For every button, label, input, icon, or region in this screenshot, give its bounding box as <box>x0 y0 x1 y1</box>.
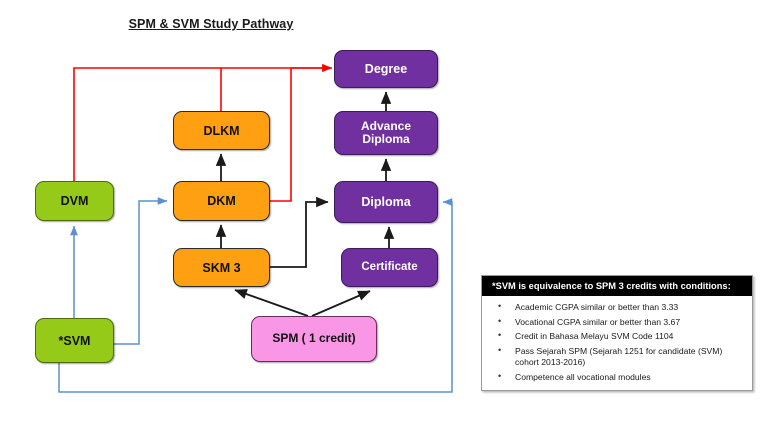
node-skm3[interactable]: SKM 3 <box>173 248 270 287</box>
node-dkm[interactable]: DKM <box>173 181 270 221</box>
edge-spm-to-skm3 <box>234 289 309 317</box>
edge-dkm-to-degree <box>270 68 292 202</box>
node-spm[interactable]: SPM ( 1 credit) <box>251 316 377 362</box>
node-svm[interactable]: *SVM <box>35 318 114 363</box>
legend-condition-list: Academic CGPA similar or better than 3.3… <box>482 296 752 390</box>
legend-item: Competence all vocational modules <box>490 371 744 383</box>
legend-header: *SVM is equivalence to SPM 3 credits wit… <box>482 276 752 296</box>
node-diploma[interactable]: Diploma <box>334 181 438 223</box>
edge-skm3-to-diploma <box>270 196 329 268</box>
node-certificate[interactable]: Certificate <box>341 248 438 287</box>
page-title: SPM & SVM Study Pathway <box>128 17 294 31</box>
edge-svm-to-dkm <box>114 197 168 345</box>
node-degree[interactable]: Degree <box>334 50 438 88</box>
node-dlkm[interactable]: DLKM <box>173 111 270 150</box>
node-dvm[interactable]: DVM <box>35 181 114 221</box>
legend-item: Credit in Bahasa Melayu SVM Code 1104 <box>490 330 744 342</box>
legend-item: Vocational CGPA similar or better than 3… <box>490 316 744 328</box>
node-advance-diploma[interactable]: Advance Diploma <box>334 111 438 155</box>
legend-item: Academic CGPA similar or better than 3.3… <box>490 301 744 313</box>
edge-svm-to-diploma <box>58 198 453 393</box>
edge-dvm-to-degree <box>73 67 326 181</box>
legend-box: *SVM is equivalence to SPM 3 credits wit… <box>481 275 753 392</box>
edge-spm-to-certificate <box>311 290 371 317</box>
legend-item: Pass Sejarah SPM (Sejarah 1251 for candi… <box>490 345 744 368</box>
